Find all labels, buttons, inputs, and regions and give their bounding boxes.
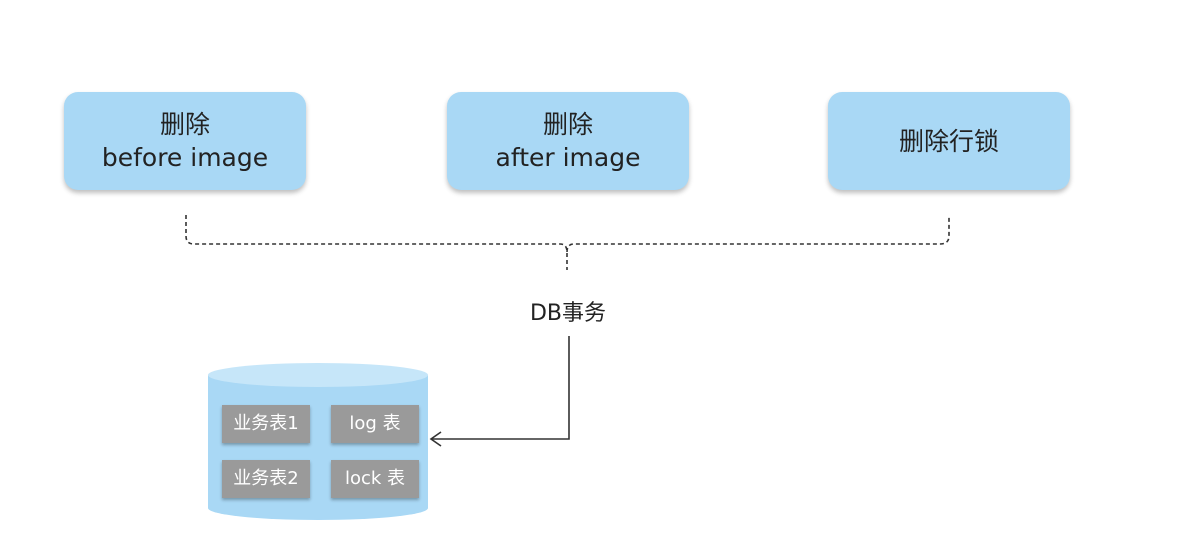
step-title: 删除 [542, 110, 593, 139]
transaction-label: DB事务 [529, 301, 607, 326]
transaction-to-db-arrow [431, 336, 570, 440]
transaction-brace [185, 215, 950, 270]
step-delete-after-image: 删除 after image [447, 92, 689, 190]
table-business-1: 业务表1 [222, 405, 310, 443]
step-subtitle: after image [495, 143, 641, 172]
step-delete-row-lock: 删除行锁 [828, 92, 1070, 190]
arrow-head [429, 431, 442, 447]
step-subtitle: before image [101, 143, 269, 172]
step-title: 删除行锁 [898, 126, 999, 156]
step-delete-before-image: 删除 before image [64, 92, 306, 190]
table-business-2: 业务表2 [222, 460, 310, 498]
step-title: 删除 [159, 110, 210, 139]
table-lock: lock 表 [331, 460, 419, 498]
table-log: log 表 [331, 405, 419, 443]
